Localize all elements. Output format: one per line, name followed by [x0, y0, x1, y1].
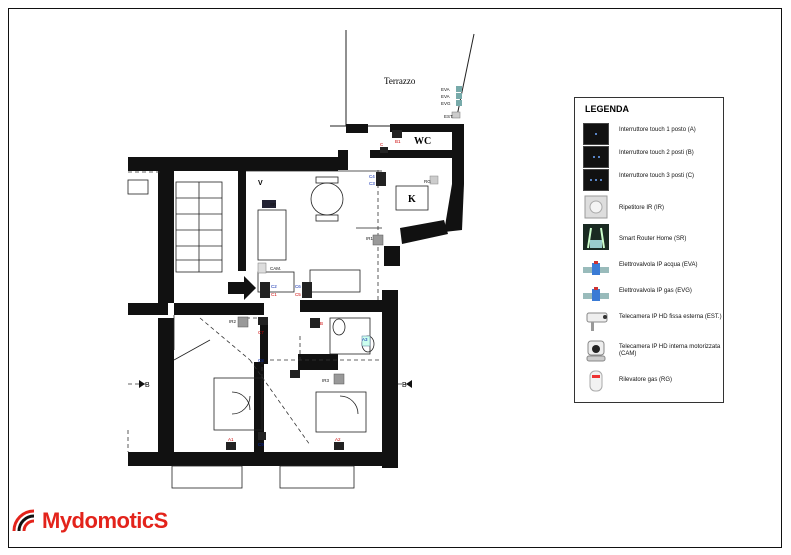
legend-item-label: Interruttore touch 2 posti (B) — [619, 150, 694, 156]
legend-item-ir: Ripetitore IR (IR) — [583, 195, 723, 222]
legend-item-gas-detector: Rilevatore gas (RG) — [583, 370, 723, 396]
svg-text:CAM.: CAM. — [270, 266, 281, 271]
legend-item-label: Interruttore touch 3 posti (C) — [619, 173, 695, 179]
switch-c-top-icon — [380, 147, 388, 153]
outdoor-camera-icon — [583, 310, 609, 332]
switch-a1-icon — [226, 442, 236, 450]
smart-router-icon — [583, 224, 609, 250]
kitchen-label: K — [408, 194, 416, 205]
svg-text:C: C — [380, 142, 384, 147]
legend-item-label: Telecamera IP HD fissa esterna (EST.) — [619, 314, 722, 320]
switch-b1-top-icon — [392, 130, 402, 138]
gas-detector-plan-icon — [429, 175, 439, 185]
svg-text:EST.: EST. — [444, 114, 454, 119]
svg-text:B1: B1 — [395, 139, 401, 144]
switch-c9-icon — [258, 432, 266, 440]
touch-2-switch-icon — [583, 146, 609, 168]
svg-text:IR3: IR3 — [322, 378, 330, 383]
ir-repeater-2-plan-icon — [237, 316, 249, 328]
svg-text:EVA: EVA — [441, 87, 450, 92]
section-markers — [139, 380, 412, 388]
evg-plan-icon — [456, 100, 462, 106]
svg-text:SR: SR — [270, 202, 277, 207]
legend-item-label: Smart Router Home (SR) — [619, 236, 687, 242]
ir-repeater-1-plan-icon — [372, 234, 384, 246]
svg-text:IR2: IR2 — [229, 319, 237, 324]
svg-text:IR1: IR1 — [366, 236, 374, 241]
switch-c6-c5-icon — [302, 282, 312, 298]
legend-item-label: Ripetitore IR (IR) — [619, 205, 665, 211]
walls — [128, 124, 464, 468]
ir-repeater-3-plan-icon — [333, 373, 345, 385]
svg-text:RG: RG — [424, 179, 431, 184]
legend-item-ptz-cam: Telecamera IP HD interna motorizzata (CA… — [583, 340, 723, 366]
svg-text:A1: A1 — [228, 437, 234, 442]
section-mark-left: B — [145, 382, 150, 389]
touch-3-switch-icon — [583, 169, 609, 191]
svg-text:C1: C1 — [271, 292, 277, 297]
legend-panel: LEGENDA Interruttore touch 1 posto (A) I… — [574, 97, 724, 403]
svg-text:C4: C4 — [369, 174, 375, 179]
switch-c8-icon — [290, 370, 300, 378]
outdoor-camera-plan-icon — [451, 111, 461, 119]
legend-item-router: Smart Router Home (SR) — [583, 224, 723, 252]
ptz-camera-plan-icon — [257, 262, 267, 274]
ir-repeater-icon — [583, 195, 609, 219]
legend-item-label: Interruttore touch 1 posto (A) — [619, 127, 696, 133]
eva-1-plan-icon — [456, 86, 462, 92]
v-label: V — [258, 180, 263, 187]
touch-1-switch-icon — [583, 123, 609, 145]
svg-text:C8: C8 — [258, 358, 264, 363]
gas-detector-icon — [583, 370, 609, 392]
legend-item-label: Elettrovalvola IP acqua (EVA) — [619, 262, 698, 268]
svg-text:C5: C5 — [295, 292, 301, 297]
legend-item-eva: Elettrovalvola IP acqua (EVA) — [583, 258, 723, 284]
switch-c7-icon — [258, 317, 268, 325]
gas-valve-icon — [583, 284, 609, 306]
legend-title: LEGENDA — [585, 104, 630, 114]
switch-c2-c1-icon — [260, 282, 270, 298]
svg-text:A2: A2 — [335, 437, 341, 442]
svg-text:EVA: EVA — [441, 94, 450, 99]
svg-text:C7: C7 — [258, 330, 264, 335]
ptz-camera-icon — [583, 340, 609, 362]
entrance-arrow-icon — [228, 276, 256, 300]
brand-logo: MydomoticS — [12, 506, 168, 536]
svg-text:EVG: EVG — [441, 101, 451, 106]
svg-text:B: B — [320, 321, 323, 326]
legend-item-label: Elettrovalvola IP gas (EVG) — [619, 288, 692, 294]
interior-lines — [127, 170, 429, 489]
terrace-label: Terrazzo — [384, 76, 416, 86]
legend-item-touch-1: Interruttore touch 1 posto (A) — [583, 123, 723, 149]
switch-b-icon — [310, 318, 320, 328]
switch-c4-c3-top-icon — [376, 172, 386, 186]
eva-2-plan-icon — [456, 93, 462, 99]
brand-name: MydomoticS — [42, 508, 168, 533]
wc-label: WC — [414, 136, 431, 147]
legend-item-touch-3: Interruttore touch 3 posti (C) — [583, 169, 723, 195]
device-labels: EVA EVA EVG EST. B1 C C4 C3 RG SR IR1 CA… — [228, 87, 454, 447]
legend-item-evg: Elettrovalvola IP gas (EVG) — [583, 284, 723, 310]
wifi-logo-icon — [12, 509, 35, 532]
svg-text:C6: C6 — [295, 284, 301, 289]
svg-text:C3: C3 — [369, 181, 375, 186]
legend-item-outdoor-cam: Telecamera IP HD fissa esterna (EST.) — [583, 310, 723, 336]
section-mark-right: B — [402, 382, 407, 389]
svg-text:C2: C2 — [271, 284, 277, 289]
water-valve-icon — [583, 258, 609, 280]
switch-a2-icon — [334, 442, 344, 450]
svg-text:A3: A3 — [362, 337, 368, 342]
legend-item-touch-2: Interruttore touch 2 posti (B) — [583, 146, 723, 172]
legend-item-label: Telecamera IP HD interna motorizzata (CA… — [619, 344, 721, 357]
svg-text:C9: C9 — [258, 442, 264, 447]
bath-valve-plan-icon — [361, 335, 371, 347]
legend-item-label: Rilevatore gas (RG) — [619, 377, 673, 383]
plan-devices — [226, 86, 462, 450]
smart-router-plan-icon — [262, 200, 276, 208]
